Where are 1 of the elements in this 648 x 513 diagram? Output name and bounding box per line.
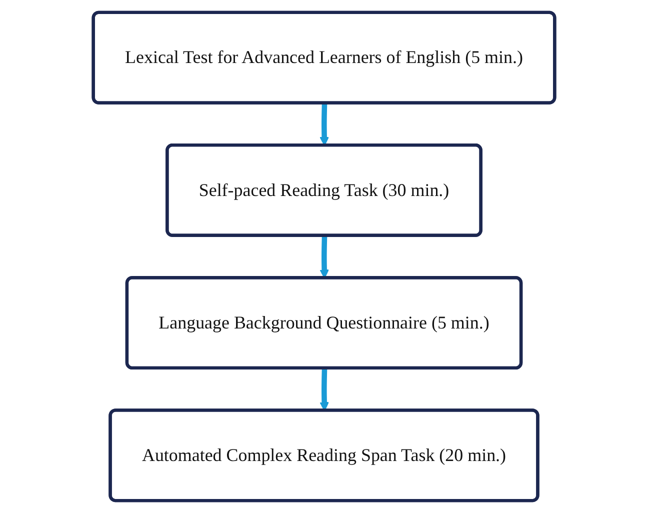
arrow: [320, 103, 329, 146]
